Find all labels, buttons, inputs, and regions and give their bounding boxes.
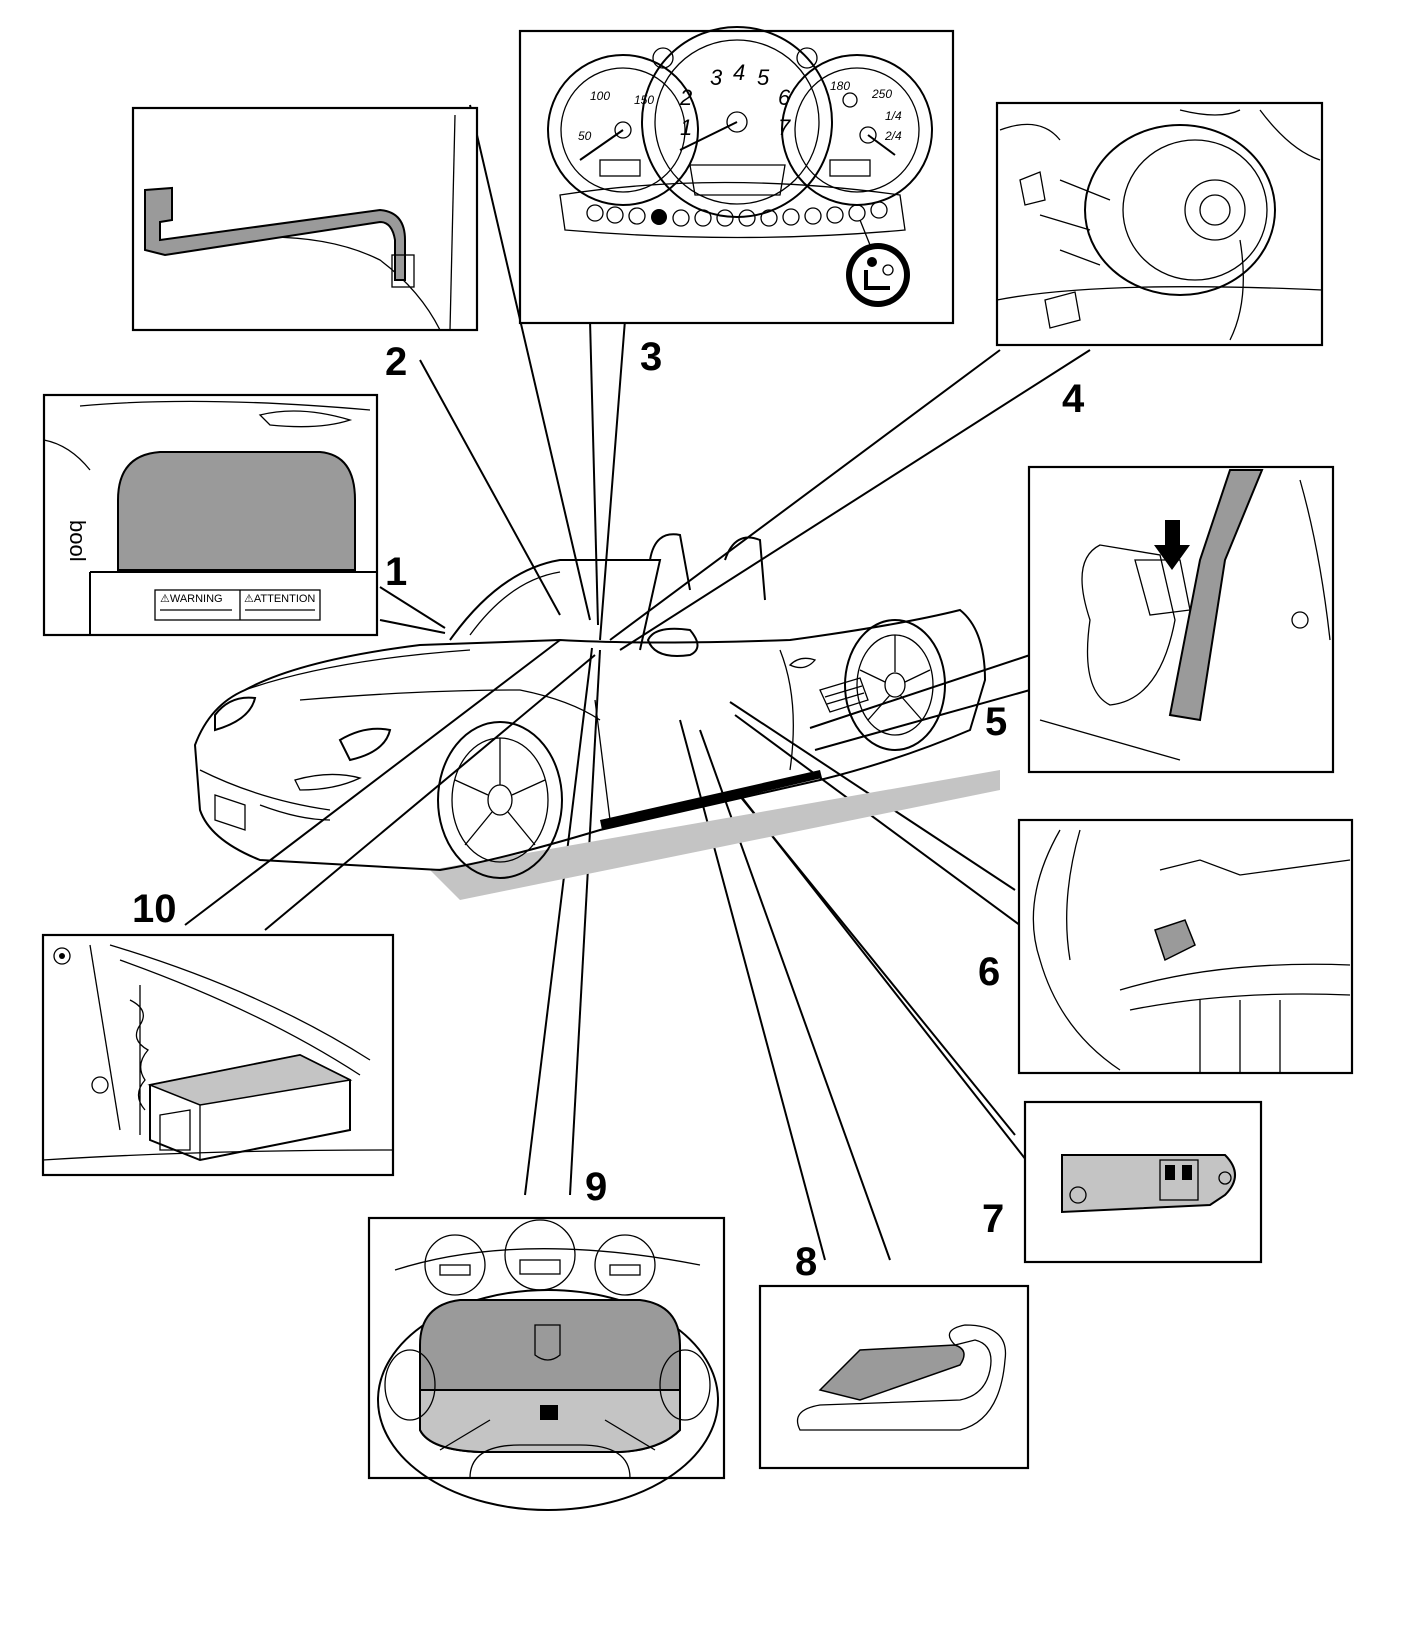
- front-wheel: [437, 721, 563, 879]
- indicator-light-top-left: [652, 47, 674, 69]
- warning-light-strip: [586, 201, 888, 227]
- tacho-gear-3: 3: [710, 65, 723, 90]
- airbag-warning-icon: [846, 219, 910, 307]
- gauge-tick-180: 180: [830, 79, 850, 93]
- panel-5-seatbelt-pretensioner: [1027, 465, 1335, 774]
- rear-wheel: [844, 619, 946, 751]
- attention-label: ⚠ATTENTION: [244, 593, 315, 605]
- panel-4-steering-clockspring: [995, 101, 1324, 347]
- callout-6: 6: [978, 950, 1000, 994]
- tacho-gear-1: 1: [680, 115, 692, 140]
- callout-4: 4: [1062, 377, 1085, 421]
- dashboard-edge-text: bool: [65, 520, 90, 562]
- callout-2: 2: [385, 340, 407, 384]
- panel-6-seatbelt-buckle: [1017, 818, 1354, 1075]
- callout-1: 1: [385, 550, 407, 594]
- callout-8: 8: [795, 1240, 817, 1284]
- callout-3: 3: [640, 335, 662, 379]
- combination-gauge: 180 250 1/4 2/4: [781, 54, 933, 206]
- warning-label: ⚠WARNING: [160, 593, 223, 605]
- gauge-tick-1-4: 1/4: [885, 109, 902, 123]
- callout-7: 7: [982, 1197, 1004, 1241]
- car-illustration: [193, 533, 1000, 900]
- indicator-light-top-right: [796, 47, 818, 69]
- tacho-gear-4: 4: [733, 60, 745, 85]
- tacho-gear-5: 5: [757, 65, 770, 90]
- speedometer-gauge: 50 100 150: [547, 54, 699, 206]
- tacho-gear-7: 7: [778, 115, 791, 140]
- callout-10: 10: [132, 887, 177, 931]
- speedo-tick-100: 100: [590, 89, 610, 103]
- tacho-gear-2: 2: [679, 85, 692, 110]
- panel-3-instrument-cluster: 50 100 150 1 2 3 4 5 6 7 180: [518, 26, 955, 325]
- panel-8-door-airbag: [758, 1284, 1030, 1470]
- panel-10-airbag-control-unit: [41, 933, 395, 1177]
- speedo-tick-50: 50: [578, 129, 592, 143]
- panel-2-side-airbag-curtain: [131, 106, 479, 332]
- gauge-tick-2-4: 2/4: [884, 129, 902, 143]
- callout-numbers: 1 2 3 4 5 6 7 8 9 10: [132, 335, 1085, 1284]
- gauge-tick-250: 250: [871, 87, 892, 101]
- callout-9: 9: [585, 1165, 607, 1209]
- panel-1-passenger-airbag: ⚠WARNING ⚠ATTENTION bool: [42, 393, 379, 637]
- tacho-gear-6: 6: [778, 85, 791, 110]
- callout-5: 5: [985, 700, 1007, 744]
- panel-7-side-impact-sensor: [1023, 1100, 1263, 1264]
- panel-9-driver-airbag: [367, 1216, 726, 1511]
